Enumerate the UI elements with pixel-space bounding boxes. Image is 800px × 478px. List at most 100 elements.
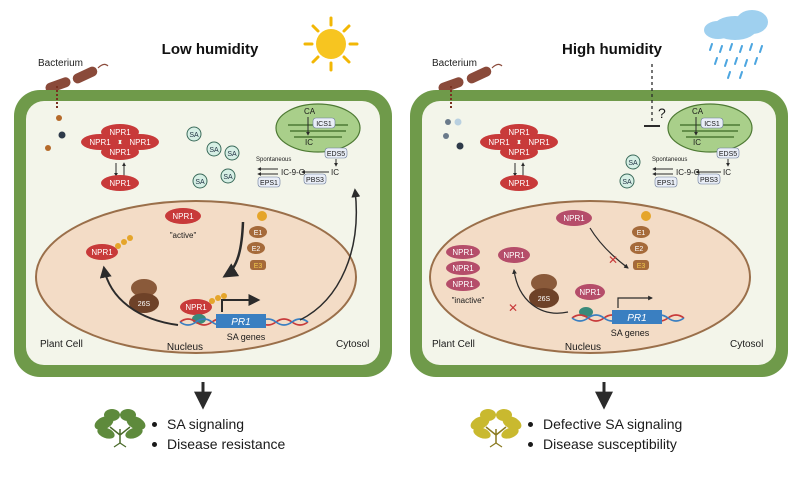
cytosol-label: Cytosol	[336, 339, 369, 350]
svg-text:E3: E3	[637, 263, 646, 270]
cytosol-label: Cytosol	[730, 339, 763, 350]
svg-text:EPS1: EPS1	[260, 180, 278, 187]
npr1-active: NPR1	[165, 208, 201, 224]
panel-low-humidity: Low humidity Bacterium	[14, 16, 392, 448]
svg-text:Spontaneous: Spontaneous	[652, 157, 687, 163]
svg-text:NPR1: NPR1	[129, 138, 151, 147]
e1-enzyme: E1	[632, 226, 650, 238]
panel-title: High humidity	[562, 41, 663, 58]
transcription-arrow	[617, 295, 653, 308]
sun-icon	[303, 16, 359, 72]
pr1-gene-box	[612, 310, 662, 324]
proteasome-26s: 26S	[529, 274, 559, 308]
effector-dot	[56, 115, 62, 121]
svg-text:IC-9-G: IC-9-G	[281, 168, 305, 177]
svg-text:PBS3: PBS3	[306, 177, 324, 184]
svg-text:IC: IC	[305, 138, 313, 147]
svg-text:EDS5: EDS5	[327, 151, 345, 158]
svg-text:SA: SA	[209, 147, 219, 154]
svg-text:NPR1: NPR1	[109, 179, 131, 188]
bacterium-icon	[438, 63, 503, 93]
e2-enzyme: E2	[630, 242, 648, 254]
svg-text:E2: E2	[635, 246, 644, 253]
npr1-oligomer: NPR1 NPR1 NPR1 NPR1	[480, 124, 558, 160]
bacterium-icon	[45, 63, 109, 93]
svg-text:NPR1: NPR1	[503, 251, 525, 260]
npr1-monomer: NPR1	[500, 175, 538, 191]
bacterium-label: Bacterium	[38, 58, 83, 69]
svg-text:NPR1: NPR1	[508, 128, 530, 137]
sa-genes-label: SA genes	[227, 332, 266, 342]
plant-icon	[470, 409, 522, 448]
svg-text:NPR1: NPR1	[172, 212, 194, 221]
effector-dot	[445, 119, 451, 125]
nucleus-label: Nucleus	[167, 342, 203, 353]
panel-high-humidity: High humidity Bacterium	[410, 10, 788, 448]
sa-molecules: SA SA SA SA SA	[186, 126, 240, 189]
sa-molecules: SA SA	[619, 154, 641, 189]
svg-text:SA: SA	[223, 174, 233, 181]
npr1-oligomer: NPR1 NPR1 NPR1 NPR1	[81, 124, 159, 160]
outcome-list-low: SA signaling Disease resistance	[152, 414, 285, 454]
svg-text:NPR1: NPR1	[452, 248, 474, 257]
svg-text:ICS1: ICS1	[316, 121, 332, 128]
nucleus	[35, 200, 357, 354]
npr1-state: "inactive"	[452, 296, 485, 305]
svg-text:SA: SA	[195, 179, 205, 186]
effector-dot	[454, 118, 462, 126]
cytosol-pathway: EDS5 IC PBS3 IC-9-G Spontaneous EPS1	[256, 147, 348, 188]
pr1-gene-box	[216, 314, 266, 328]
effector-dot	[443, 133, 449, 139]
svg-text:NPR1: NPR1	[91, 248, 113, 257]
sa-genes-label: SA genes	[611, 328, 650, 338]
e1-enzyme: E1	[249, 226, 267, 238]
svg-text:NPR1: NPR1	[109, 148, 131, 157]
plant-cell-label: Plant Cell	[432, 339, 475, 350]
panel-title: Low humidity	[162, 41, 259, 58]
svg-text:NPR1: NPR1	[488, 138, 510, 147]
svg-text:CA: CA	[304, 107, 316, 116]
npr1-monomer: NPR1	[101, 175, 139, 191]
svg-text:E1: E1	[254, 230, 263, 237]
unknown-mechanism-mark: ?	[658, 105, 666, 121]
svg-text:NPR1: NPR1	[579, 288, 601, 297]
svg-text:E1: E1	[637, 230, 646, 237]
outcome-item: Disease resistance	[152, 434, 285, 454]
svg-text:E3: E3	[254, 263, 263, 270]
svg-text:NPR1: NPR1	[109, 128, 131, 137]
outcome-item: Defective SA signaling	[528, 414, 682, 434]
svg-text:NPR1: NPR1	[89, 138, 111, 147]
outcome-item: SA signaling	[152, 414, 285, 434]
svg-text:26S: 26S	[138, 301, 151, 308]
rain-cloud-icon	[704, 10, 768, 79]
svg-text:CA: CA	[692, 107, 704, 116]
proteasome-26s: 26S	[129, 279, 159, 313]
svg-text:NPR1: NPR1	[528, 138, 550, 147]
gene-label: PR1	[627, 313, 646, 324]
svg-text:PBS3: PBS3	[700, 177, 718, 184]
svg-text:ICS1: ICS1	[704, 121, 720, 128]
svg-text:IC-9-G: IC-9-G	[676, 168, 700, 177]
chloroplast: CA ICS1 IC	[275, 103, 361, 153]
svg-text:NPR1: NPR1	[185, 303, 207, 312]
svg-text:IC: IC	[331, 168, 339, 177]
plant-cell-label: Plant Cell	[40, 339, 83, 350]
outcome-list-high: Defective SA signaling Disease susceptib…	[528, 414, 682, 454]
npr1-inactive-pool: NPR1 NPR1 NPR1	[446, 245, 480, 291]
e3-enzyme: E3	[250, 260, 266, 270]
svg-text:SA: SA	[227, 151, 237, 158]
e2-enzyme: E2	[247, 242, 265, 254]
effector-dot	[456, 142, 464, 150]
e3-enzyme: E3	[633, 260, 649, 270]
effector-dot	[58, 131, 66, 139]
effector-dot	[45, 145, 51, 151]
gene-label: PR1	[231, 317, 250, 328]
svg-text:NPR1: NPR1	[563, 214, 585, 223]
bacterium-label: Bacterium	[432, 58, 477, 69]
svg-text:EDS5: EDS5	[719, 151, 737, 158]
svg-text:NPR1: NPR1	[452, 280, 474, 289]
ubiquitin	[257, 211, 267, 221]
nucleus-label: Nucleus	[565, 342, 601, 353]
svg-text:EPS1: EPS1	[657, 180, 675, 187]
block-cross-icon: ✕	[508, 301, 518, 315]
